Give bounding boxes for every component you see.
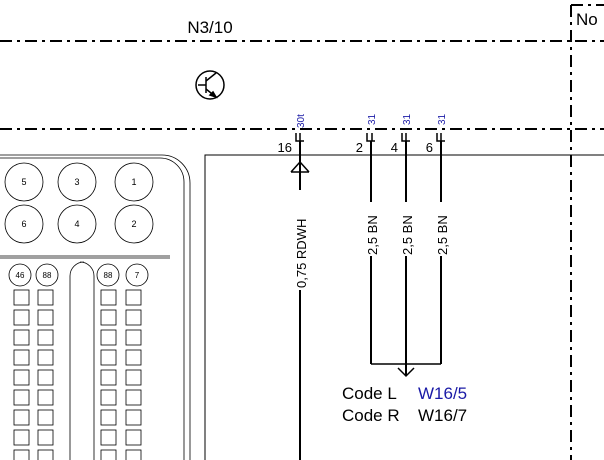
- pin-cavity: [125, 329, 142, 346]
- pin-cavity: [100, 429, 117, 446]
- pin-cavity: [37, 309, 54, 326]
- pin-cavity: [100, 309, 117, 326]
- connector-face-pin-grid: [13, 289, 142, 460]
- code-references: Code L W16/5 Code R W16/7: [342, 384, 467, 425]
- large-pin: [57, 162, 97, 202]
- pin-cavity: [37, 449, 54, 460]
- pin-cavity: [13, 369, 30, 386]
- wire-label: 2,5 BN: [435, 215, 450, 255]
- code-l-label: Code L: [342, 384, 397, 403]
- transistor-icon: [195, 70, 225, 100]
- pin-cavity: [37, 409, 54, 426]
- small-pin: [8, 263, 32, 287]
- pin-cavity: [125, 349, 142, 366]
- large-pin-label: 6: [21, 219, 26, 229]
- pin-cavity: [125, 429, 142, 446]
- large-pin-label: 3: [74, 177, 79, 187]
- pin-cavity: [100, 289, 117, 306]
- wire-label: 0,75 RDWH: [294, 219, 309, 288]
- pin-number-label: 4: [391, 140, 398, 155]
- pin-cavity: [100, 409, 117, 426]
- pin-cavity: [37, 289, 54, 306]
- large-pin-label: 2: [131, 219, 136, 229]
- code-r-ref: W16/7: [418, 406, 467, 425]
- pin-cavity: [125, 389, 142, 406]
- pin-cavity: [125, 289, 142, 306]
- wire-bn-4: 2,5 BN: [400, 141, 415, 376]
- connector-frame: [204, 154, 604, 460]
- connector-pin-2: 31 2: [356, 113, 378, 155]
- connector-pin-6: 31 6: [426, 113, 448, 155]
- small-pin-label: 46: [16, 271, 25, 280]
- component-id-label: N3/10: [187, 18, 232, 37]
- pin-cavity: [13, 449, 30, 460]
- pin-number-label: 6: [426, 140, 433, 155]
- connector-face: [0, 154, 191, 460]
- small-pin: [96, 263, 120, 287]
- pin-cavity: [100, 449, 117, 460]
- large-pin-label: 4: [74, 219, 79, 229]
- pin-cavity: [37, 369, 54, 386]
- pin-terminal-label: 31: [437, 113, 448, 125]
- pin-cavity: [100, 389, 117, 406]
- wire-label: 2,5 BN: [365, 215, 380, 255]
- large-pin-label: 5: [21, 177, 26, 187]
- large-pin: [4, 162, 44, 202]
- pin-terminal-label: 30t: [296, 114, 307, 128]
- pin-cavity: [13, 329, 30, 346]
- large-pin: [57, 204, 97, 244]
- wire-bn-6: 2,5 BN: [435, 141, 450, 364]
- pin-cavity: [37, 389, 54, 406]
- connector-face-small-pins: 46 88 88 7: [8, 263, 149, 287]
- pin-cavity: [125, 409, 142, 426]
- pin-cavity: [125, 309, 142, 326]
- small-pin: [35, 263, 59, 287]
- pin-terminal-label: 31: [402, 113, 413, 125]
- pin-cavity: [13, 349, 30, 366]
- neighbor-component-label: No: [576, 10, 598, 29]
- pin-cavity: [13, 309, 30, 326]
- connector-pin-16: 30t 16: [278, 114, 307, 155]
- small-pin-label: 7: [135, 271, 140, 280]
- wire-rdwh: 0,75 RDWH: [290, 141, 310, 460]
- large-pin: [114, 204, 154, 244]
- pin-cavity: [13, 389, 30, 406]
- pin-cavity: [13, 409, 30, 426]
- pin-cavity: [125, 449, 142, 460]
- large-pin: [114, 162, 154, 202]
- code-l-ref-link[interactable]: W16/5: [418, 384, 467, 403]
- pin-number-label: 2: [356, 140, 363, 155]
- connector-face-large-pins: 5 3 1 6 4 2: [4, 162, 154, 244]
- wire-label: 2,5 BN: [400, 215, 415, 255]
- pin-cavity: [37, 349, 54, 366]
- component-boundaries: [0, 4, 604, 460]
- pin-cavity: [37, 329, 54, 346]
- pin-cavity: [100, 349, 117, 366]
- pin-terminal-label: 31: [367, 113, 378, 125]
- large-pin: [4, 204, 44, 244]
- pin-cavity: [125, 369, 142, 386]
- large-pin-label: 1: [131, 177, 136, 187]
- code-r-label: Code R: [342, 406, 400, 425]
- pin-cavity: [100, 369, 117, 386]
- pin-cavity: [13, 429, 30, 446]
- pin-cavity: [13, 289, 30, 306]
- pin-number-label: 16: [278, 140, 292, 155]
- connector-pin-4: 31 4: [391, 113, 413, 155]
- wire-bn-2: 2,5 BN: [365, 141, 380, 364]
- ground-splice: [371, 363, 441, 378]
- pin-cavity: [100, 329, 117, 346]
- small-pin-label: 88: [104, 271, 113, 280]
- small-pin: [125, 263, 149, 287]
- connector-arrow-icon: [290, 160, 310, 173]
- small-pin-label: 88: [43, 271, 52, 280]
- pin-cavity: [37, 429, 54, 446]
